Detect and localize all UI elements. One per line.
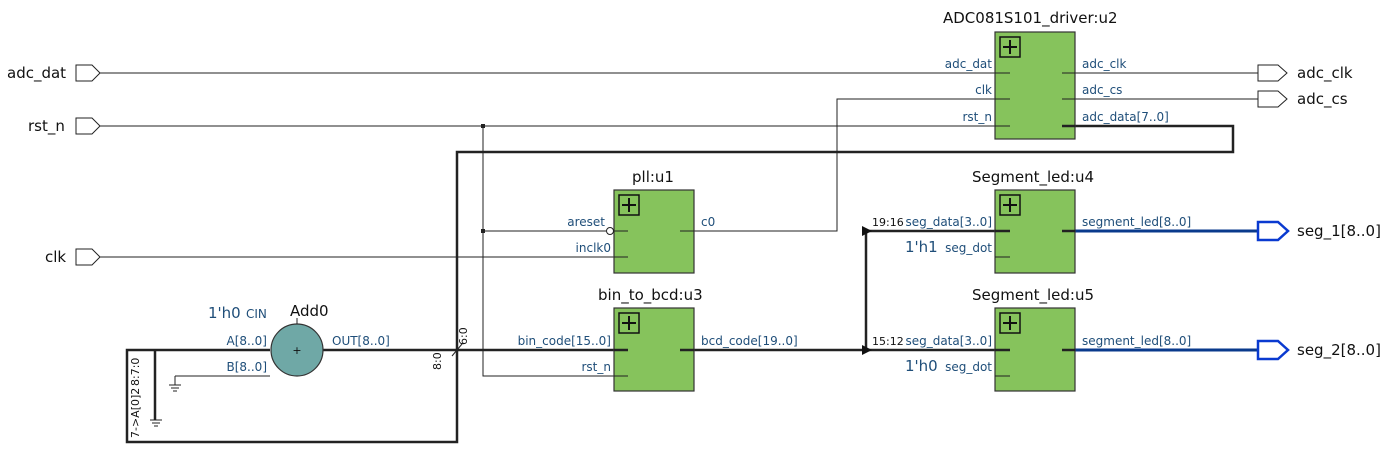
- block-adc-driver[interactable]: [994, 31, 1076, 140]
- seg4-port-dot: seg_dot: [945, 241, 992, 255]
- adc-port-out-cs: adc_cs: [1082, 83, 1122, 97]
- bus-label-7-a02: 7->A[0]2: [129, 388, 142, 438]
- bcd-port-bin: bin_code[15..0]: [518, 334, 611, 348]
- add-port-out: OUT[8..0]: [332, 334, 390, 348]
- pin-rst-n[interactable]: [75, 117, 101, 135]
- label-adc-clk: adc_clk: [1297, 64, 1353, 83]
- seg5-port-out: segment_led[8..0]: [1082, 334, 1191, 348]
- label-seg-2: seg_2[8..0]: [1297, 341, 1381, 360]
- add-title: Add0: [290, 302, 329, 320]
- block-segment-u4[interactable]: [994, 189, 1076, 274]
- seg5-port-dot: seg_dot: [945, 360, 992, 374]
- pin-seg-1[interactable]: [1256, 220, 1290, 242]
- adc-port-out-data: adc_data[7..0]: [1082, 110, 1169, 124]
- seg5-const: 1'h0: [905, 357, 938, 375]
- add-cin-const: 1'h0: [208, 304, 241, 322]
- pll-port-inclk0: inclk0: [576, 241, 611, 255]
- adc-port-dat: adc_dat: [945, 57, 993, 71]
- junction-rst: [481, 124, 485, 128]
- add-cin: CIN: [246, 307, 267, 321]
- pin-adc-dat[interactable]: [75, 64, 101, 82]
- bcd-port-out: bcd_code[19..0]: [701, 334, 798, 348]
- pin-adc-clk[interactable]: [1257, 64, 1288, 82]
- block-bin-to-bcd[interactable]: [613, 307, 695, 392]
- label-seg-1: seg_1[8..0]: [1297, 222, 1381, 241]
- seg5-range: 15:12: [872, 335, 904, 348]
- pll-port-c0: c0: [701, 215, 715, 229]
- add-port-b: B[8..0]: [227, 360, 268, 374]
- adc-port-rst: rst_n: [963, 110, 993, 124]
- bcd-title: bin_to_bcd:u3: [598, 286, 703, 305]
- bus-label-6-0: 6:0: [457, 327, 470, 345]
- bus-adc-data: [125, 124, 1235, 444]
- pll-title: pll:u1: [632, 168, 674, 186]
- label-rst-n: rst_n: [28, 117, 65, 136]
- block-segment-u5[interactable]: [994, 307, 1076, 392]
- bcd-port-rst: rst_n: [582, 360, 612, 374]
- pll-port-areset: areset: [567, 215, 605, 229]
- arrow-seg5: [862, 345, 872, 355]
- pin-seg-2[interactable]: [1256, 339, 1290, 361]
- adc-title: ADC081S101_driver:u2: [943, 9, 1118, 28]
- bus-label-8-0: 8:0: [431, 352, 444, 370]
- seg4-port-data: seg_data[3..0]: [905, 215, 992, 229]
- seg4-title: Segment_led:u4: [972, 168, 1094, 187]
- adc-port-out-clk: adc_clk: [1082, 57, 1127, 71]
- adc-port-clk: clk: [975, 83, 992, 97]
- arrow-seg4: [862, 226, 872, 236]
- label-adc-cs: adc_cs: [1297, 90, 1348, 109]
- add-port-a: A[8..0]: [227, 334, 267, 348]
- label-clk: clk: [45, 248, 66, 266]
- block-add0[interactable]: [270, 318, 324, 377]
- wire-c0: [680, 98, 1010, 232]
- seg4-port-out: segment_led[8..0]: [1082, 215, 1191, 229]
- seg5-title: Segment_led:u5: [972, 286, 1094, 305]
- seg4-range: 19:16: [872, 216, 904, 229]
- pin-adc-cs[interactable]: [1257, 90, 1288, 108]
- bus-label-8-7-0: 8:7:0: [129, 358, 142, 386]
- seg5-port-data: seg_data[3..0]: [905, 334, 992, 348]
- bus-tap: [451, 343, 463, 357]
- add-plus: +: [292, 344, 301, 357]
- block-pll[interactable]: [606, 189, 695, 274]
- seg4-const: 1'h1: [905, 238, 938, 256]
- junction-rst-pll: [481, 229, 485, 233]
- wire-rst-to-bcd: [482, 126, 628, 377]
- label-adc-dat: adc_dat: [7, 64, 66, 83]
- pin-clk[interactable]: [75, 248, 101, 266]
